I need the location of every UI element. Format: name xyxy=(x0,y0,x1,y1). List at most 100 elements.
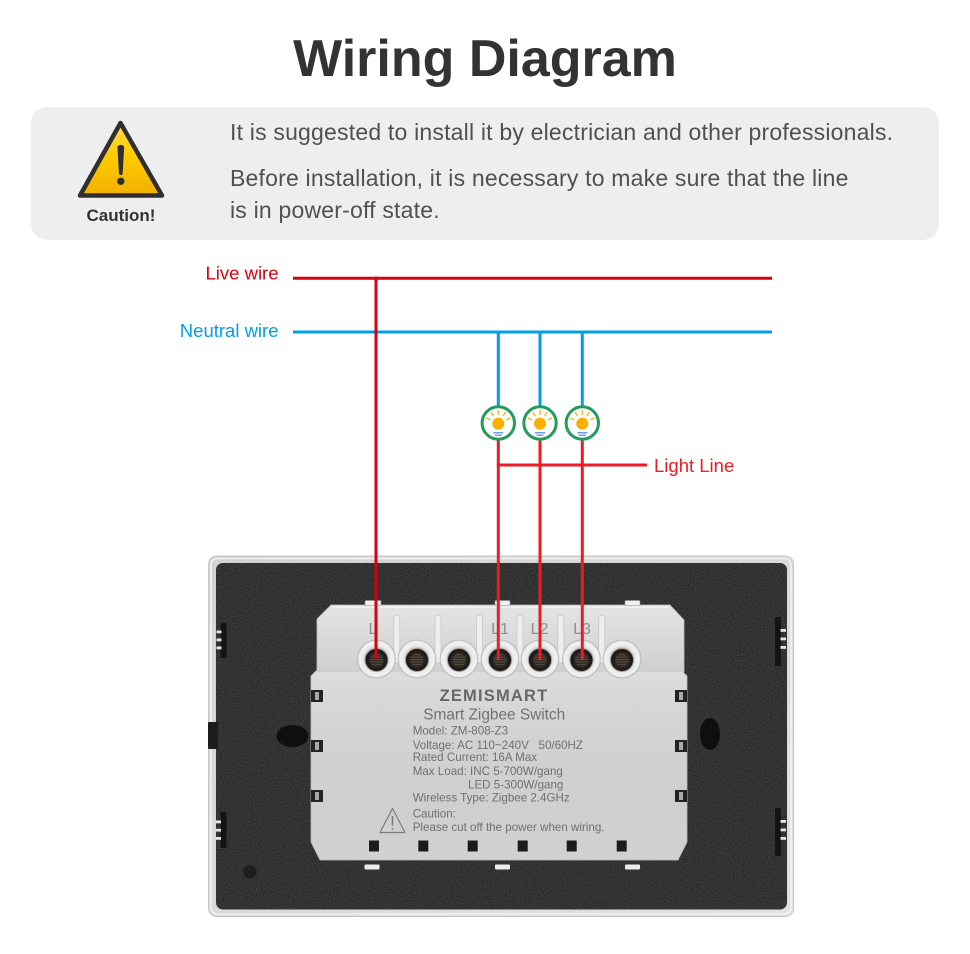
screw-hole-right xyxy=(700,718,720,750)
terminal-divider xyxy=(516,614,524,664)
bulb-ray xyxy=(574,411,579,417)
clip-tick xyxy=(216,828,221,832)
bulb-ray xyxy=(506,417,511,421)
bottom-tab xyxy=(364,864,380,870)
product-name: Smart Zigbee Switch xyxy=(423,706,565,723)
clip-tick xyxy=(780,820,786,823)
module-caution-title: Caution: xyxy=(413,808,456,821)
bottom-slot xyxy=(616,840,627,852)
bulb-base xyxy=(577,432,588,436)
bottom-slot xyxy=(566,840,577,852)
clip-tick xyxy=(216,638,222,642)
bulb-base xyxy=(493,432,504,436)
clip-tick xyxy=(780,828,786,832)
caution-message-line: It is suggested to install it by electri… xyxy=(230,118,894,145)
module-caution-text: Please cut off the power when wiring. xyxy=(413,821,605,834)
plate-side-tab xyxy=(208,722,218,749)
terminal-unlabeled xyxy=(602,639,642,679)
mounting-clip-right-top xyxy=(775,617,786,666)
exclamation-bar xyxy=(117,144,125,176)
bottom-slot xyxy=(369,840,379,852)
bulb-ray xyxy=(590,417,595,421)
terminal-L1 xyxy=(480,639,520,679)
side-notch-clip xyxy=(679,692,683,700)
bulb-glow xyxy=(576,417,589,430)
mounting-clip-left-bottom xyxy=(216,812,227,848)
clip-tick xyxy=(780,637,786,641)
terminal-dividers xyxy=(393,614,606,664)
module-bottom-slots xyxy=(369,840,627,852)
clip-slot xyxy=(220,812,227,848)
terminal-divider xyxy=(393,614,401,664)
light-bulb-icon xyxy=(522,405,558,441)
mounting-clip-left-top xyxy=(216,623,227,658)
mounting-clip-right-bottom xyxy=(775,808,786,856)
clip-slot xyxy=(220,623,227,658)
clip-tick xyxy=(216,646,222,650)
terminal-divider xyxy=(476,614,483,664)
bulb-ray xyxy=(485,417,491,421)
side-notch-clip xyxy=(315,742,319,750)
bottom-slot xyxy=(517,840,528,852)
top-tab xyxy=(624,600,641,606)
clip-tick xyxy=(780,629,786,632)
bulb-ray xyxy=(586,411,590,417)
wiring-lines xyxy=(293,276,772,660)
module-warning-icon xyxy=(379,807,406,834)
side-notch-clip xyxy=(315,792,319,800)
switch-module: L L1 L2 L3 ZEMISMART Smart Zigbee S xyxy=(310,600,688,870)
clip-tick xyxy=(780,646,786,649)
terminal-screw xyxy=(615,653,629,667)
bottom-tab xyxy=(495,864,510,870)
side-notch-clip xyxy=(679,792,683,800)
bulb-ray xyxy=(490,411,495,417)
live-wire-label: Live wire xyxy=(206,263,279,284)
terminal-divider xyxy=(557,614,565,664)
terminal-screw xyxy=(452,653,466,667)
wiring-diagram: L L1 L2 L3 ZEMISMART Smart Zigbee S xyxy=(180,263,794,917)
bulb-ray xyxy=(532,411,536,417)
bottom-slot xyxy=(467,840,478,852)
module-label-print: ZEMISMART Smart Zigbee Switch Model: ZM-… xyxy=(379,687,605,834)
clip-slot xyxy=(775,617,781,666)
clip-slot xyxy=(775,808,781,856)
terminal-screw xyxy=(410,653,424,667)
bottom-tab xyxy=(625,864,640,870)
spec-voltage: Voltage: AC 110~240V 50/60HZ xyxy=(413,739,583,752)
spec-max-load-inc: Max Load: INC 5-700W/gang xyxy=(413,765,563,778)
light-bulb-icon xyxy=(480,405,516,441)
bulb-rays xyxy=(485,410,511,421)
bulb-rays xyxy=(569,410,595,421)
spec-model: Model: ZM-808-Z3 xyxy=(413,724,508,737)
top-tab xyxy=(364,600,382,606)
clip-tick xyxy=(216,837,221,840)
spec-rated-current: Rated Current: 16A Max xyxy=(413,751,538,764)
bottom-slot xyxy=(418,840,429,852)
bulb-ray xyxy=(547,417,553,421)
side-notch-clip xyxy=(315,692,319,700)
terminal-divider xyxy=(434,614,442,664)
bulb-ray xyxy=(544,411,548,417)
bulb-ray xyxy=(527,417,533,421)
clip-tick xyxy=(216,820,221,824)
exclamation-dot xyxy=(117,177,125,185)
caution-message-line: is in power-off state. xyxy=(230,196,440,223)
terminal-unlabeled xyxy=(397,639,437,679)
terminal-label-L1: L1 xyxy=(491,621,509,638)
light-bulb-icon xyxy=(564,405,600,441)
module-label-panel-shade xyxy=(311,667,687,860)
module-bottom-tabs xyxy=(364,864,640,870)
spec-max-load-led: LED 5-300W/gang xyxy=(468,778,563,791)
plate-mark xyxy=(242,864,258,880)
clip-tick xyxy=(780,837,786,840)
brand-logo: ZEMISMART xyxy=(440,687,549,705)
terminal-screw xyxy=(493,653,507,667)
caution-message-line: Before installation, it is necessary to … xyxy=(230,164,849,191)
caution-label: Caution! xyxy=(86,206,156,225)
module-warning-triangle xyxy=(379,807,406,834)
warning-triangle-icon xyxy=(77,120,165,198)
screw-hole-left xyxy=(276,725,309,747)
terminal-label-L: L xyxy=(369,621,378,638)
bulb-glow xyxy=(492,417,505,430)
